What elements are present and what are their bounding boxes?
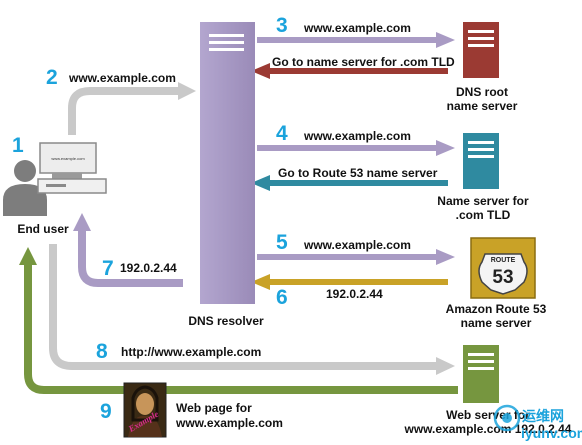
route53-label-line2: name server [461, 316, 532, 330]
arrow-tld-response [251, 175, 448, 191]
dns-resolver[interactable] [200, 22, 255, 304]
arrow-root-response [251, 63, 448, 79]
arrow-step-7 [73, 213, 183, 287]
tld-response-label: Go to Route 53 name server [278, 166, 438, 180]
step-number-3: 3 [276, 14, 288, 37]
watermark: 运维网 iyunv.com [493, 404, 582, 441]
svg-text:53: 53 [492, 267, 513, 288]
root-label-line2: name server [447, 99, 518, 113]
arrow-step-2 [68, 82, 196, 135]
arrow-step-8 [49, 244, 455, 375]
svg-text:www.example.com: www.example.com [51, 156, 85, 161]
web-label-line2: www.example.com 192.0.2.44 [404, 422, 572, 436]
end-user-label: End user [17, 222, 69, 236]
resolver-vent-line [209, 41, 244, 44]
step-2-label: www.example.com [68, 71, 176, 85]
computer-base-icon [37, 178, 107, 194]
route53-name-server[interactable]: ROUTE 53 [470, 237, 536, 299]
step-number-9: 9 [100, 400, 112, 423]
arrow-step-4 [257, 140, 455, 156]
watermark-logo-icon [493, 404, 521, 432]
step-number-5: 5 [276, 231, 288, 254]
arrow-step-6 [251, 274, 448, 290]
arrow-step-3 [257, 32, 455, 48]
route53-shield-icon [478, 253, 528, 295]
arrow-step-9 [19, 247, 458, 394]
watermark-line2: iyunv.com [521, 425, 582, 441]
step-5-label: www.example.com [303, 238, 411, 252]
dns-root-server[interactable] [463, 22, 499, 78]
step-4-label: www.example.com [303, 129, 411, 143]
step-6-label: 192.0.2.44 [326, 287, 383, 301]
step-9-label-line1: Web page for [176, 401, 252, 415]
monitor-icon [39, 142, 97, 174]
root-response-label: Go to name server for .com TLD [272, 55, 455, 69]
step-number-6: 6 [276, 286, 288, 309]
user-head-icon [14, 160, 36, 182]
tld-label-line2: .com TLD [456, 208, 511, 222]
webpage-thumbnail: Example [123, 382, 167, 438]
step-number-4: 4 [276, 122, 288, 145]
end-user[interactable]: www.example.com [3, 142, 107, 216]
dns-resolver-label: DNS resolver [188, 314, 264, 328]
step-8-label: http://www.example.com [121, 345, 261, 359]
watermark-line1: 运维网 [522, 408, 564, 424]
step-3-label: www.example.com [303, 21, 411, 35]
svg-text:ROUTE: ROUTE [491, 257, 516, 264]
step-number-8: 8 [96, 340, 108, 363]
web-server[interactable] [463, 345, 499, 403]
tld-label-line1: Name server for [437, 194, 529, 208]
step-number-2: 2 [46, 66, 58, 89]
user-body-icon [3, 184, 47, 216]
tld-name-server[interactable] [463, 133, 499, 189]
route53-label-line1: Amazon Route 53 [446, 302, 547, 316]
step-9-label-line2: www.example.com [175, 416, 283, 430]
root-label-line1: DNS root [456, 85, 508, 99]
resolver-vent-line [209, 34, 244, 37]
step-number-1: 1 [12, 134, 24, 157]
step-7-label: 192.0.2.44 [120, 261, 177, 275]
resolver-vent-line [209, 48, 244, 51]
step-number-7: 7 [102, 257, 114, 280]
arrow-step-5 [257, 249, 455, 265]
